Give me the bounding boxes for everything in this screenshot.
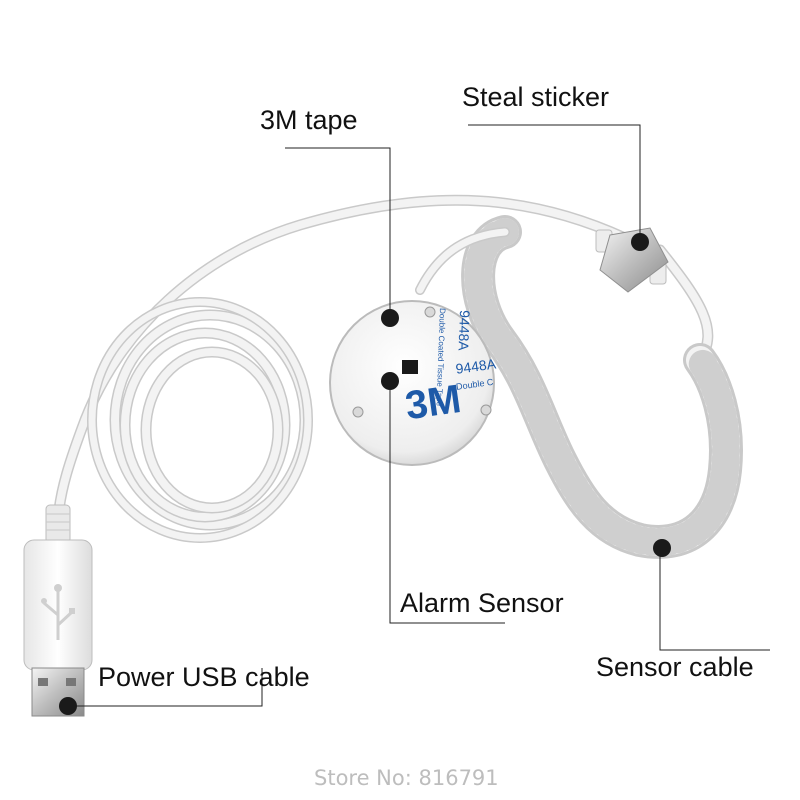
label-alarm-sensor: Alarm Sensor [400, 588, 564, 618]
sticker-code-vertical: 9448A [456, 310, 473, 352]
sticker-brand-text: 3M [403, 377, 464, 428]
metal-stop-block [595, 227, 669, 293]
usb-plug [23, 539, 93, 717]
leader-lines [68, 124, 770, 707]
sticker-tape-name-text: Double Coated Tissue Tape [435, 308, 447, 407]
sticker-code-text: 9448A [455, 355, 498, 377]
label-3m-tape: 3M tape [260, 105, 358, 135]
callout-markers [59, 233, 671, 715]
label-sensor-cable: Sensor cable [596, 652, 754, 682]
usb-strain-relief [45, 504, 71, 544]
store-watermark: Store No: 816791 [314, 766, 499, 790]
label-power-usb-cable: Power USB cable [98, 662, 310, 692]
label-steal-sticker: Steal sticker [462, 82, 610, 112]
sticker-text: 3M 9448A Double C 9448A Double Coated Ti… [403, 308, 498, 428]
coiled-sensor-cable [415, 215, 743, 559]
alarm-sensor-disc [329, 300, 495, 466]
